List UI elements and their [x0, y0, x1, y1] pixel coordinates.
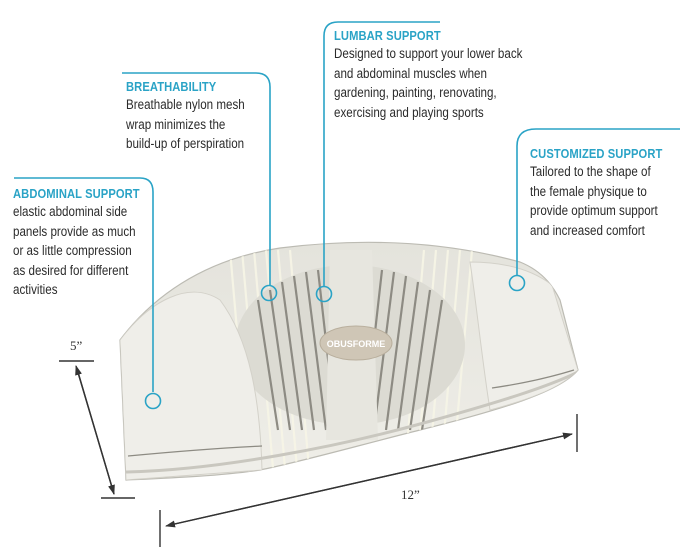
- height-dimension: [59, 360, 135, 499]
- breathability-marker-icon: [260, 284, 278, 302]
- customized-marker-icon: [508, 274, 526, 292]
- svg-text:OBUSFORME: OBUSFORME: [327, 339, 386, 349]
- callout-title: LUMBAR SUPPORT: [334, 28, 441, 43]
- callout-line: and increased comfort: [530, 222, 645, 238]
- obusforme-logo: OBUSFORME: [319, 325, 393, 361]
- callout-line: as desired for different: [13, 262, 129, 278]
- width-dimension: [159, 414, 578, 547]
- callout-line: activities: [13, 282, 58, 297]
- callout-line: provide optimum support: [530, 203, 658, 218]
- callout-breathability: BREATHABILITY Breathable nylon mesh wrap…: [126, 79, 264, 154]
- callout-line: the female physique to: [530, 183, 647, 199]
- callout-customized-support: CUSTOMIZED SUPPORT Tailored to the shape…: [530, 146, 684, 240]
- callout-line: Designed to support your lower back: [334, 46, 523, 61]
- width-dimension-label: 12”: [401, 487, 420, 502]
- callout-line: Breathable nylon mesh: [126, 97, 245, 112]
- callout-title: ABDOMINAL SUPPORT: [13, 186, 140, 201]
- callout-line: Tailored to the shape of: [530, 164, 651, 179]
- callout-line: exercising and playing sports: [334, 104, 484, 120]
- callout-abdominal-support: ABDOMINAL SUPPORT elastic abdominal side…: [13, 186, 160, 300]
- callout-title: CUSTOMIZED SUPPORT: [530, 146, 663, 161]
- abdominal-marker-icon: [144, 392, 162, 410]
- callout-line: build-up of perspiration: [126, 136, 245, 151]
- callout-line: gardening, painting, renovating,: [334, 85, 497, 100]
- lumbar-marker-icon: [315, 285, 333, 303]
- leader-lines: [14, 21, 680, 392]
- callout-line: elastic abdominal side: [13, 204, 128, 219]
- callout-line: panels provide as much: [13, 223, 136, 239]
- callout-line: wrap minimizes the: [126, 116, 226, 132]
- callout-line: or as little compression: [13, 243, 132, 258]
- callout-lumbar-support: LUMBAR SUPPORT Designed to support your …: [334, 28, 553, 122]
- belt-body: OBUSFORME: [119, 241, 579, 481]
- callout-title: BREATHABILITY: [126, 79, 217, 94]
- height-dimension-label: 5”: [70, 338, 83, 353]
- callout-line: and abdominal muscles when: [334, 65, 487, 81]
